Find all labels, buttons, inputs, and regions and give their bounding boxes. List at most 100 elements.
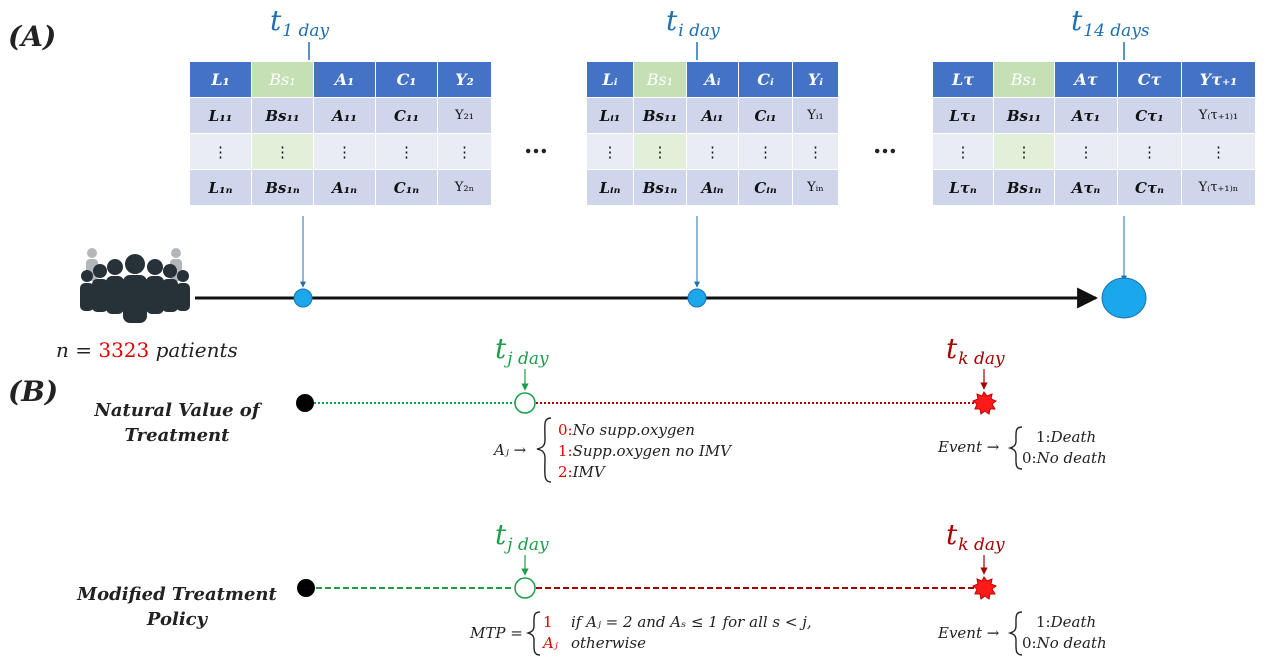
table-header-cell: Y₂ <box>437 61 492 98</box>
event2-brace <box>1007 611 1023 656</box>
panel-b-label: (B) <box>8 375 59 408</box>
table-cell: ⋮ <box>437 133 492 170</box>
table-cell: ⋮ <box>313 133 376 170</box>
table-cell: Bs₁ₙ <box>633 169 687 206</box>
table-cell: ⋮ <box>993 133 1055 170</box>
table-cell: Y₂ₙ <box>437 169 492 206</box>
aj-option: 2:IMV <box>558 463 605 481</box>
modified-tj-marker <box>514 577 536 599</box>
table-cell: Lτₙ <box>932 169 994 206</box>
tk-day-label-2: tk day <box>946 518 1005 555</box>
table-header-cell: Cτ <box>1117 61 1182 98</box>
table-cell: Aᵢ₁ <box>686 97 739 134</box>
patients-group-icon <box>80 248 190 323</box>
tk-day-label-1: tk day <box>946 332 1005 369</box>
modified-event-marker <box>971 576 998 600</box>
table-cell: Cᵢ₁ <box>738 97 793 134</box>
table-header-cell: Lτ <box>932 61 994 98</box>
t1-day-label: t1 day <box>270 4 330 41</box>
table-header-cell: A₁ <box>313 61 376 98</box>
ti-day-label: ti day <box>666 4 720 41</box>
table-cell: ⋮ <box>1117 133 1182 170</box>
table-cell: Cᵢₙ <box>738 169 793 206</box>
event1-brace <box>1007 426 1023 470</box>
aj-option: 0:No supp.oxygen <box>558 421 695 439</box>
table-cell: Lᵢₙ <box>586 169 634 206</box>
table-header-cell: Cᵢ <box>738 61 793 98</box>
table-cell: L₁₁ <box>189 97 252 134</box>
table-cell: Bs₁ₙ <box>251 169 314 206</box>
table-header-cell: Lᵢ <box>586 61 634 98</box>
table-cell: Cτₙ <box>1117 169 1182 206</box>
table-cell: Bs₁₁ <box>993 97 1055 134</box>
ellipsis-2: … <box>873 130 898 159</box>
table-cell: Bs₁ₙ <box>993 169 1055 206</box>
tj-day-label-2: tj day <box>495 518 549 555</box>
table-header-cell: L₁ <box>189 61 252 98</box>
data-table-day-14: Lτ Bs₁ Aτ Cτ Yτ₊₁ Lτ₁ Bs₁₁ Aτ₁ Cτ₁ Y₍τ₊₁… <box>932 61 1256 206</box>
patient-count-label: n = 3323 patients <box>56 338 238 362</box>
table-cell: ⋮ <box>189 133 252 170</box>
ellipsis-1: … <box>524 130 549 159</box>
table-header-cell: Yτ₊₁ <box>1181 61 1256 98</box>
table-cell: Lτ₁ <box>932 97 994 134</box>
modified-policy-label: Modified Treatment Policy <box>77 584 277 630</box>
t14-days-label: t14 days <box>1071 4 1150 41</box>
table-cell: A₁ₙ <box>313 169 376 206</box>
table-cell: Yᵢ₁ <box>792 97 839 134</box>
event-label-1: Event → <box>938 438 1000 456</box>
table-cell: Y₍τ₊₁₎ₙ <box>1181 169 1256 206</box>
table-cell: Aτ₁ <box>1054 97 1118 134</box>
table-cell: Lᵢ₁ <box>586 97 634 134</box>
timepoint-14-marker <box>1101 277 1147 319</box>
table-cell: ⋮ <box>932 133 994 170</box>
natural-tj-marker <box>514 392 536 414</box>
aj-option: 1:Supp.oxygen no IMV <box>558 442 731 460</box>
table-cell: Aᵢₙ <box>686 169 739 206</box>
event-options-1: 1:Death 0:No death <box>1022 427 1107 469</box>
table-cell: ⋮ <box>251 133 314 170</box>
event-option: 0:No death <box>1022 449 1107 467</box>
table-header-cell: C₁ <box>375 61 438 98</box>
table-cell: ⋮ <box>686 133 739 170</box>
table-cell: Bs₁₁ <box>633 97 687 134</box>
aj-options: 0:No supp.oxygen 1:Supp.oxygen no IMV 2:… <box>558 420 731 483</box>
table-header-cell: Yᵢ <box>792 61 839 98</box>
table-cell: ⋮ <box>633 133 687 170</box>
natural-event-marker <box>971 391 998 415</box>
aj-brace <box>536 417 552 483</box>
table-cell: Bs₁₁ <box>251 97 314 134</box>
event-option: 0:No death <box>1022 634 1107 652</box>
table-header-cell: Bs₁ <box>633 61 687 98</box>
natural-start-marker <box>296 394 314 412</box>
mtp-label: MTP = <box>470 624 523 642</box>
table-cell: ⋮ <box>586 133 634 170</box>
table-cell: Y₂₁ <box>437 97 492 134</box>
event-option: 1:Death <box>1036 613 1097 631</box>
tj-day-label-1: tj day <box>495 332 549 369</box>
table-cell: Y₍τ₊₁₎₁ <box>1181 97 1256 134</box>
mtp-brace <box>525 611 541 656</box>
aj-label: Aⱼ → <box>494 441 527 459</box>
table-cell: ⋮ <box>1181 133 1256 170</box>
table-header-cell: Bs₁ <box>993 61 1055 98</box>
timepoint-1-marker <box>293 288 313 308</box>
table-cell: Cτ₁ <box>1117 97 1182 134</box>
data-table-day-i: Lᵢ Bs₁ Aᵢ Cᵢ Yᵢ Lᵢ₁ Bs₁₁ Aᵢ₁ Cᵢ₁ Yᵢ₁ ⋮ ⋮… <box>586 61 839 206</box>
table-cell: ⋮ <box>1054 133 1118 170</box>
modified-start-marker <box>297 579 315 597</box>
table-header-cell: Bs₁ <box>251 61 314 98</box>
event-label-2: Event → <box>938 624 1000 642</box>
table-cell: ⋮ <box>738 133 793 170</box>
data-table-day-1: L₁ Bs₁ A₁ C₁ Y₂ L₁₁ Bs₁₁ A₁₁ C₁₁ Y₂₁ ⋮ ⋮… <box>189 61 492 206</box>
table-cell: ⋮ <box>792 133 839 170</box>
table-cell: C₁ₙ <box>375 169 438 206</box>
natural-value-label: Natural Value of Treatment <box>94 400 260 446</box>
table-header-cell: Aᵢ <box>686 61 739 98</box>
table-cell: A₁₁ <box>313 97 376 134</box>
table-cell: C₁₁ <box>375 97 438 134</box>
